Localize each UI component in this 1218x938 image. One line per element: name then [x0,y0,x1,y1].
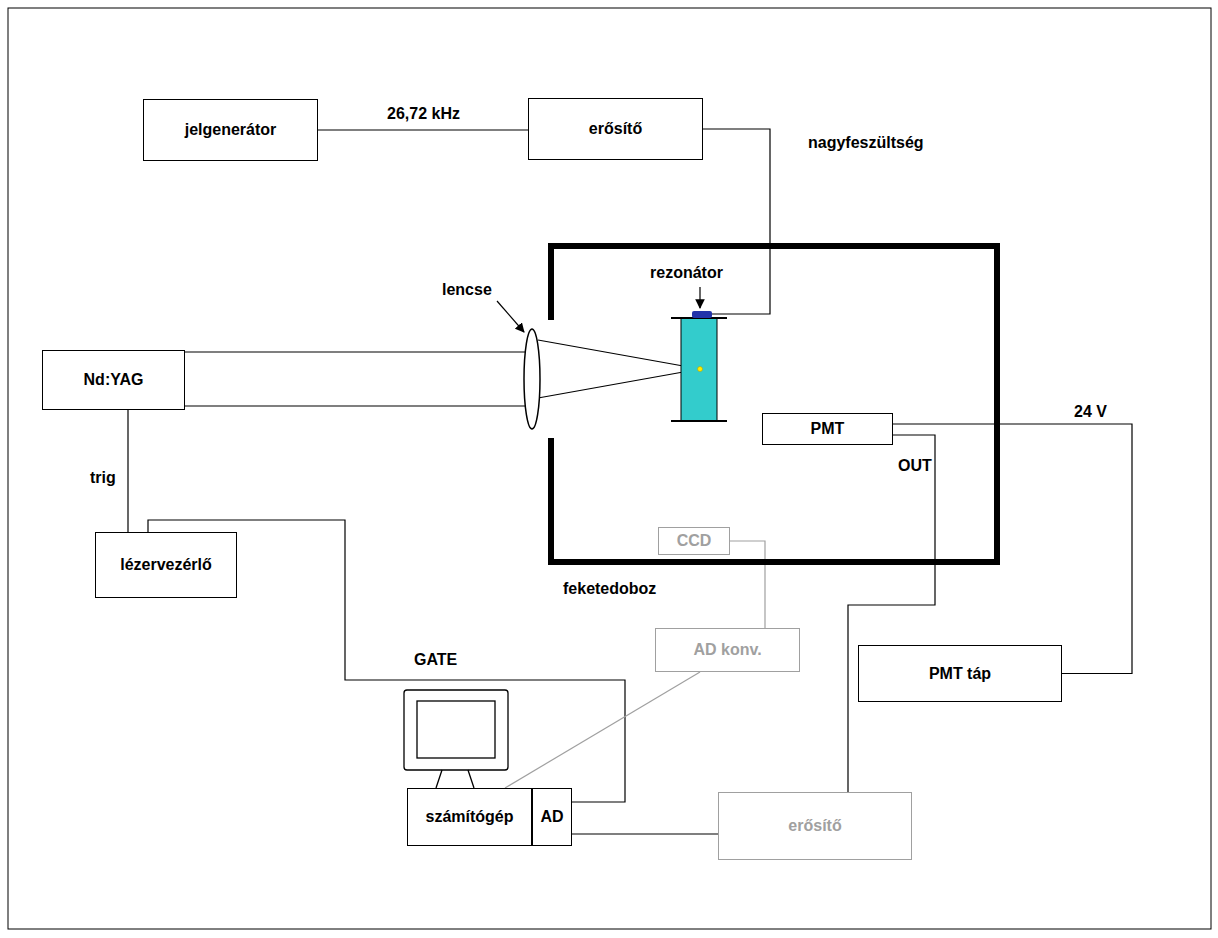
signal-label: 24 V [1072,402,1109,421]
outer-frame [8,8,1211,929]
detector-box: PMT [762,413,893,445]
box-label: lézervezérlő [120,555,212,574]
resonator-cap [671,420,727,422]
computer-box: számítógép [407,788,532,846]
process-box: jelgenerátor [143,99,318,161]
box-label: PMT [811,419,845,438]
box-label: CCD [677,531,712,550]
enclosure-heading: feketedoboz [563,579,656,598]
black-box-enclosure: feketedobozPMTCCD [548,243,1000,565]
wire [572,833,718,834]
signal-label: GATE [412,650,459,669]
wire [127,410,128,532]
box-label: Nd:YAG [84,370,144,389]
camera-box: CCD [658,527,730,555]
box-label: erősítő [788,816,841,835]
leader-line [699,287,700,308]
wire [318,129,528,130]
wire [730,541,765,628]
laser-box: Nd:YAG [42,350,185,410]
amplifier-box: erősítő [718,792,912,860]
high-voltage-wire [703,129,770,314]
box-label: AD [540,807,563,826]
box-label: erősítő [589,119,642,138]
amplifier-box: erősítő [528,98,703,160]
resonator-electrode [692,311,712,318]
box-label: AD konv. [693,640,761,659]
monitor-icon [404,690,508,788]
leader-line [497,301,524,332]
signal-label: OUT [896,456,934,475]
callout-label: lencse [440,280,494,299]
box-label: PMT táp [929,664,991,683]
power-supply-box: PMT táp [858,645,1062,702]
controller-box: lézervezérlő [95,532,237,598]
converter-box: AD konv. [655,628,800,672]
wire [848,435,935,792]
callout-label: rezonátor [648,263,725,282]
signal-label: trig [88,468,118,487]
resonator-body [681,318,717,421]
adc-box: AD [532,788,572,846]
signal-label: 26,72 kHz [385,104,462,123]
lens [524,329,540,429]
box-label: számítógép [425,807,513,826]
enclosure-outline [548,243,1000,565]
laser-beam [185,340,700,406]
wire [893,424,1132,674]
wire [505,672,700,788]
focus-spot [698,367,703,372]
enclosure-wall [551,246,997,562]
box-label: jelgenerátor [185,120,277,139]
note-label: nagyfeszültség [806,133,926,152]
